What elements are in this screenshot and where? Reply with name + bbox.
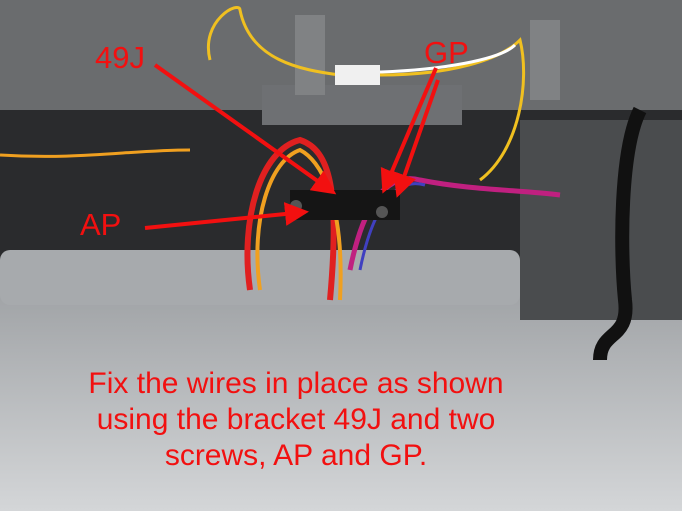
arrow-49j <box>153 63 337 195</box>
arrow-ap <box>144 202 309 230</box>
screw-ap <box>290 200 302 212</box>
chassis <box>0 0 682 320</box>
label-ap: AP <box>80 207 121 242</box>
arrow-gp-1 <box>380 67 438 194</box>
label-gp: GP <box>424 35 469 70</box>
connector <box>335 65 380 85</box>
arrow-gp-2 <box>393 79 440 198</box>
caption-line-2: using the bracket 49J and two <box>97 403 496 436</box>
label-49j: 49J <box>95 40 145 75</box>
caption-line-3: screws, AP and GP. <box>165 439 427 472</box>
screw-gp <box>376 206 388 218</box>
caption-line-1: Fix the wires in place as shown <box>88 367 503 400</box>
annotation-arrows <box>144 63 440 230</box>
